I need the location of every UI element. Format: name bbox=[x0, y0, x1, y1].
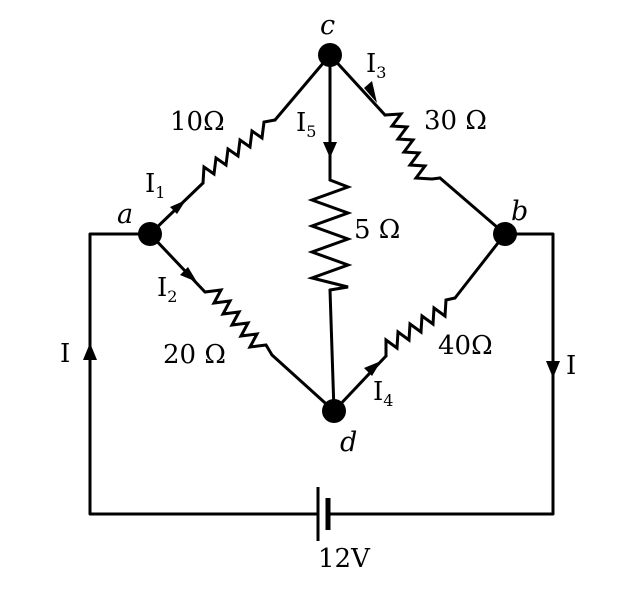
node-label-d: d bbox=[340, 427, 357, 458]
node-d bbox=[322, 399, 346, 423]
current-label-I4: I4 bbox=[373, 377, 393, 410]
current-label-I2: I2 bbox=[157, 273, 177, 306]
arrow-I-left bbox=[83, 343, 97, 360]
resistor-db bbox=[384, 296, 457, 358]
wire-d-b-upper bbox=[453, 232, 507, 300]
arrow-I-right bbox=[546, 361, 560, 378]
node-c bbox=[318, 43, 342, 67]
wire-c-b-lower bbox=[438, 176, 507, 236]
current-label-I3: I3 bbox=[366, 49, 386, 82]
arrow-I2 bbox=[180, 267, 197, 282]
resistor-ac bbox=[201, 118, 277, 185]
resistor-cd bbox=[306, 178, 353, 292]
wire-a-c-upper bbox=[273, 53, 332, 122]
wire-a-d-lower bbox=[270, 353, 336, 413]
arrow-I5 bbox=[323, 142, 337, 158]
current-label-I-right: I bbox=[566, 351, 576, 381]
resistor-cb bbox=[383, 112, 442, 181]
node-label-c: c bbox=[320, 10, 335, 41]
node-label-b: b bbox=[511, 196, 528, 227]
current-label-I-left: I bbox=[60, 339, 70, 369]
wire-a-d-upper bbox=[148, 232, 207, 294]
arrow-I1 bbox=[170, 200, 186, 214]
node-b bbox=[493, 222, 517, 246]
node-a bbox=[138, 222, 162, 246]
resistor-label-ac: 10Ω bbox=[170, 107, 225, 137]
resistor-ad bbox=[203, 288, 274, 357]
wire-c-d-lower bbox=[328, 288, 336, 413]
resistor-label-cb: 30 Ω bbox=[424, 106, 487, 136]
arrow-I3 bbox=[364, 81, 377, 103]
resistor-label-db: 40Ω bbox=[438, 331, 493, 361]
arrow-I4 bbox=[364, 361, 381, 376]
node-label-a: a bbox=[117, 199, 133, 230]
wire-c-b-upper bbox=[328, 53, 387, 117]
resistor-label-cd: 5 Ω bbox=[354, 215, 400, 245]
current-label-I5: I5 bbox=[296, 108, 316, 141]
wire-left-outer bbox=[88, 232, 320, 516]
current-label-I1: I1 bbox=[145, 169, 165, 202]
wire-right-outer bbox=[326, 232, 555, 516]
resistor-label-ad: 20 Ω bbox=[163, 340, 226, 370]
battery-voltage-label: 12V bbox=[318, 544, 371, 574]
